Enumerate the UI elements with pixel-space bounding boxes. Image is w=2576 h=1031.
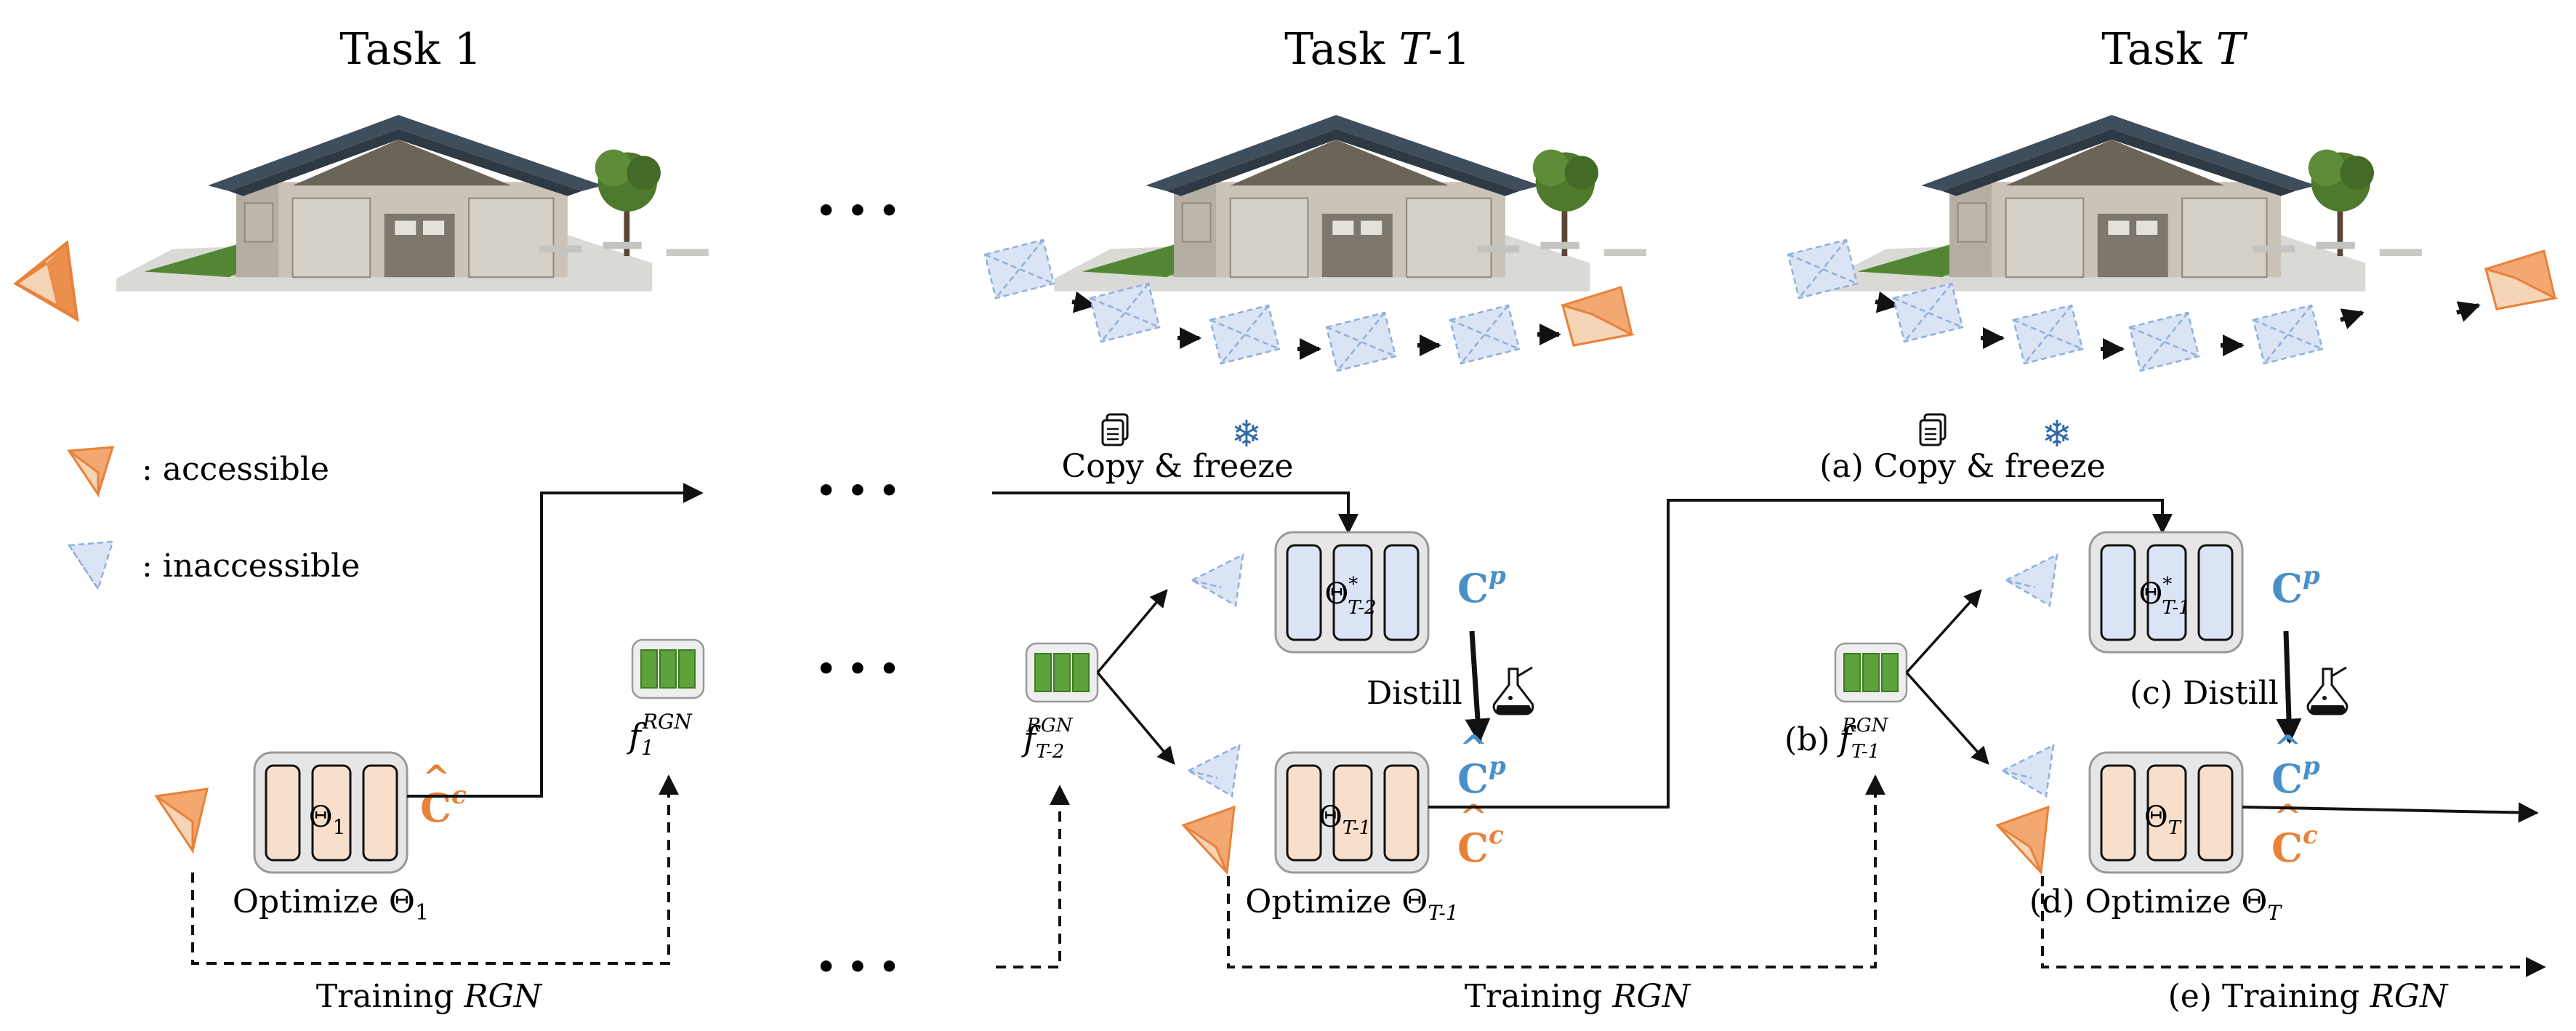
legend-accessible-icon <box>67 446 115 498</box>
optimize-theta-1-label: Optimize Θ1 <box>233 883 429 926</box>
codebook-c-hat-task-1-hat: ^ <box>422 758 451 797</box>
rgn-label-1: f1RGN <box>627 710 693 760</box>
rgn-3-to-current-cam <box>1905 671 1989 765</box>
model-theta-t-label: ΘT <box>2144 801 2182 839</box>
training-rgn-label-2: Training RGN <box>1465 978 1691 1015</box>
optimize-theta-t-minus-1-label: Optimize ΘT-1 <box>1245 883 1458 925</box>
camera-accessible-task-t <box>1995 805 2050 875</box>
copy-freeze-arrow-1 <box>992 492 1359 534</box>
house-image-task-t-minus-1 <box>1053 114 1647 292</box>
codebook-c-c-hat-task-t-minus-1-hat: ^ <box>1460 797 1488 836</box>
copy-icon-2 <box>1919 413 1947 446</box>
distill-label-2: (c) Distill <box>2130 675 2279 712</box>
training-path-0-dashed <box>996 785 1070 968</box>
codebook-c-p-task-t: Cp <box>2271 561 2320 611</box>
copy-freeze-label-1: Copy & freeze <box>1062 448 1294 485</box>
training-rgn-label-3: (e) Training RGN <box>2168 978 2449 1015</box>
ellipsis-row-3: • • • <box>816 651 899 688</box>
model-theta-t-minus-1 <box>1274 751 1430 874</box>
rgn-label-2: fT-2RGN <box>1021 715 1074 763</box>
training-rgn-label-1: Training RGN <box>316 978 543 1015</box>
rgn-block-3 <box>1834 642 1908 703</box>
codebook-c-c-hat-task-t-hat: ^ <box>2274 797 2302 836</box>
rgn-label-3: fT-1RGN <box>1837 715 1889 763</box>
camera-trajectory-task-t-minus-1 <box>983 238 1633 372</box>
model-theta-t <box>2088 751 2244 874</box>
rgn-2-to-current-cam <box>1096 671 1175 765</box>
title-task-1: Task 1 <box>339 24 482 75</box>
model-theta-frozen-t-minus-1-label: Θ*T-1 <box>2138 574 2190 619</box>
optimize-theta-t-label: (d) Optimize ΘT <box>2029 883 2283 925</box>
legend-accessible-label: : accessible <box>142 451 329 488</box>
model-theta-1-label: Θ1 <box>309 801 346 839</box>
copy-icon-1 <box>1101 413 1129 446</box>
flask-icon-2 <box>2306 666 2348 715</box>
ellipsis-row-4: • • • <box>816 949 899 986</box>
ellipsis-row-1: • • • <box>816 193 899 230</box>
camera-accessible-task-t-minus-1 <box>1181 805 1236 875</box>
codebook-c-p-hat-task-t: Cp <box>2271 752 2320 802</box>
codebook-c-p-task-t-minus-1: Cp <box>1457 561 1506 611</box>
house-image-task-t <box>1829 114 2423 292</box>
model-theta-1 <box>253 751 408 874</box>
model-theta-frozen-t-minus-2 <box>1274 531 1430 654</box>
distill-label-1: Distill <box>1367 675 1462 712</box>
camera-inaccessible-task-t-b <box>2000 743 2055 798</box>
training-path-3 <box>2041 876 2546 977</box>
codebook-c-p-hat-task-t-minus-1-hat: ^ <box>1460 728 1488 767</box>
rgn-label-3-prefix: (b) <box>1784 721 1830 758</box>
rgn-block-2 <box>1025 642 1099 703</box>
model-theta-frozen-t-minus-1 <box>2088 531 2244 654</box>
legend-inaccessible-label: : inaccessible <box>142 547 360 585</box>
model-theta-frozen-t-minus-2-label: Θ*T-2 <box>1324 574 1376 619</box>
flask-icon-1 <box>1492 666 1534 715</box>
camera-accessible-task-1 <box>13 240 79 322</box>
copy-freeze-label-2: (a) Copy & freeze <box>1819 448 2106 485</box>
codebook-c-c-hat-task-t: Cc <box>2271 821 2318 871</box>
house-image-task-1 <box>116 114 709 292</box>
ellipsis-row-2: • • • <box>816 473 899 510</box>
rgn-block-1 <box>631 638 705 699</box>
title-task-t-minus-1: Task T-1 <box>1284 24 1470 75</box>
snowflake-icon-2: ❄ <box>2042 413 2072 455</box>
camera-inaccessible-task-t-minus-1-b <box>1186 743 1241 798</box>
rgn-2-to-frozen-cam <box>1096 589 1168 674</box>
camera-accessible-task-1-input <box>154 787 209 854</box>
arrow-theta-t-minus-1-to-task-t <box>1428 499 2173 809</box>
model-theta-t-minus-1-label: ΘT-1 <box>1319 801 1371 839</box>
snowflake-icon-1: ❄ <box>1231 413 1262 455</box>
arrow-theta-t-output <box>2242 802 2539 823</box>
arrow-theta-1-to-next <box>407 483 704 798</box>
codebook-c-p-hat-task-t-hat: ^ <box>2274 728 2302 767</box>
title-task-t: Task T <box>2101 24 2247 75</box>
distill-arrow-2 <box>2276 630 2302 745</box>
rgn-3-to-frozen-cam <box>1905 589 1982 674</box>
legend-inaccessible-icon <box>67 540 114 591</box>
camera-inaccessible-task-t-a <box>2004 553 2058 608</box>
codebook-c-p-hat-task-t-minus-1: Cp <box>1457 752 1506 802</box>
camera-inaccessible-task-t-minus-1-a <box>1190 553 1244 608</box>
distill-arrow-1 <box>1465 630 1491 745</box>
codebook-c-c-hat-task-t-minus-1: Cc <box>1457 821 1504 871</box>
camera-trajectory-task-t <box>1787 238 2556 372</box>
